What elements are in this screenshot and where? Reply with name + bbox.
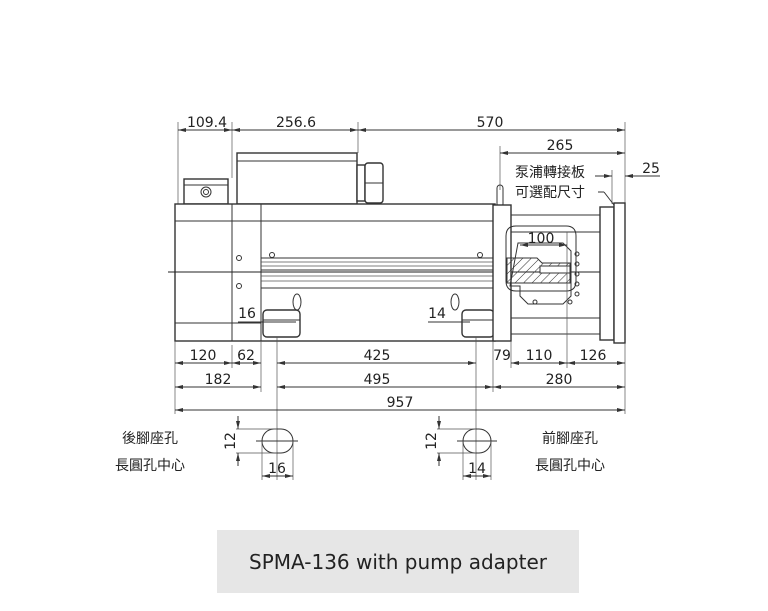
dim-182: 182 [205,372,232,388]
adapter-note-line2: 可選配尺寸 [515,185,585,201]
pump-adapter [492,184,626,344]
slot-detail-left [236,416,298,480]
motor-box [236,152,358,205]
bottom-dimension-lines [175,361,625,412]
dim-25: 25 [642,161,660,177]
junction-box [183,178,229,205]
extension-lines-bottom [174,232,626,480]
dim-256-6: 256.6 [276,115,316,131]
dim-957: 957 [387,395,414,411]
dim-62: 62 [237,348,255,364]
foot-left-dim: 16 [238,306,256,322]
slot-right-width: 14 [468,461,486,477]
dim-495: 495 [364,372,391,388]
dim-126: 126 [580,348,607,364]
foot-left [238,293,302,338]
foot-right-dim: 14 [428,306,446,322]
dim-100: 100 [528,231,555,247]
dim-265: 265 [547,138,574,154]
slot-right-label2: 長圓孔中心 [535,458,605,474]
slot-left-label1: 後腳座孔 [122,431,178,447]
top-dimension-lines [178,128,660,206]
dim-110: 110 [526,348,553,364]
slot-right-label1: 前腳座孔 [542,430,598,447]
slot-detail-right [437,416,497,480]
foot-right [428,293,495,338]
dim-280: 280 [546,372,573,388]
adapter-note-line1: 泵浦轉接板 [515,164,585,181]
dim-109-4: 109.4 [187,115,227,131]
caption: SPMA-136 with pump adapter [217,530,579,593]
dim-570: 570 [477,115,504,131]
slot-left-width: 16 [268,461,286,477]
slot-left-label2: 長圓孔中心 [115,458,185,474]
slot-left-height: 12 [223,432,239,450]
dim-120: 120 [190,348,217,364]
dim-425: 425 [364,348,391,364]
slot-right-height: 12 [424,432,440,450]
dim-79: 79 [493,348,511,364]
cable-gland [356,162,384,204]
